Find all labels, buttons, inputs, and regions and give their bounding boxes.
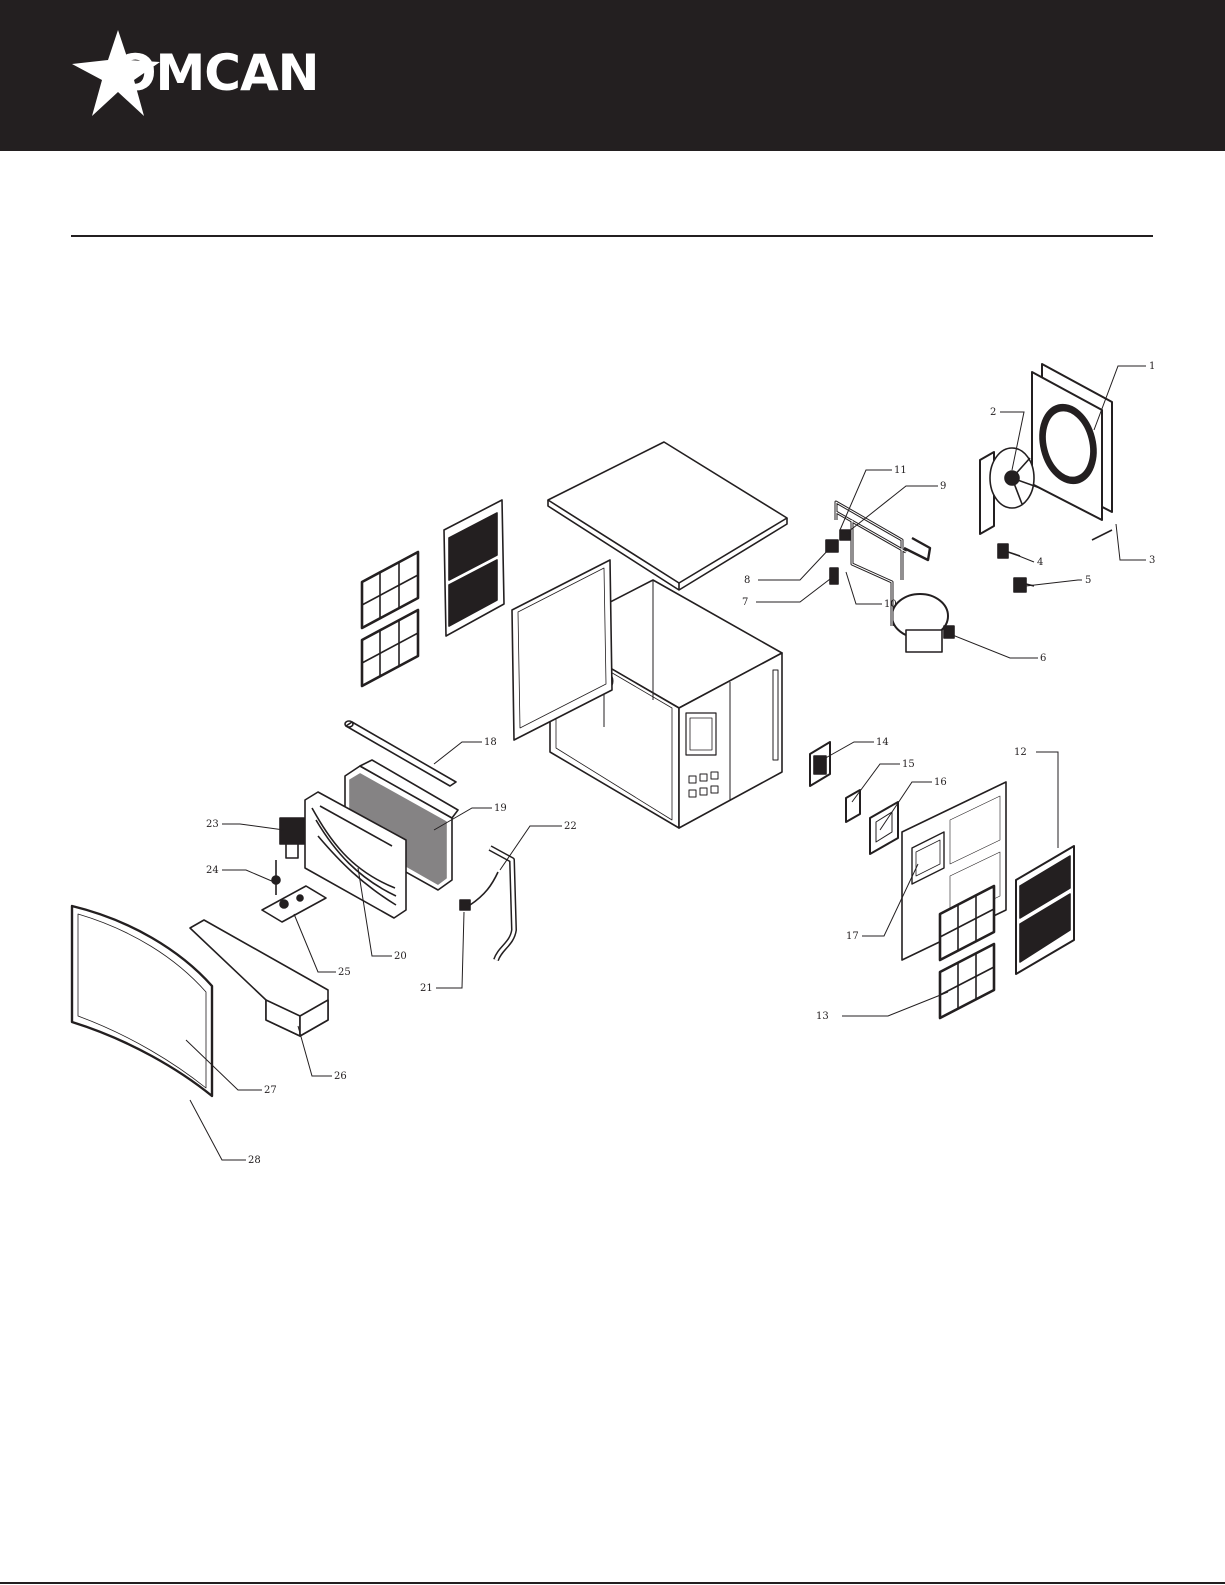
- callout-5: 5: [1085, 575, 1091, 586]
- condenser-part-1: [1032, 364, 1112, 520]
- valve-part-4: [998, 544, 1020, 558]
- top-cover: [548, 442, 787, 590]
- callout-20: 20: [394, 951, 407, 962]
- fan-part-2: [980, 448, 1040, 534]
- callout-10: 10: [884, 599, 897, 610]
- rod-part-3: [1092, 530, 1112, 540]
- callout-19: 19: [494, 803, 507, 814]
- callout-12: 12: [1014, 747, 1027, 758]
- callout-28: 28: [248, 1155, 261, 1166]
- callout-1: 1: [1149, 361, 1155, 372]
- louver-panel-right: [1016, 846, 1074, 974]
- front-door-part-27: [72, 906, 212, 1096]
- callout-8: 8: [744, 575, 750, 586]
- callout-14: 14: [876, 737, 889, 748]
- callout-9: 9: [940, 481, 946, 492]
- louver-panel-left: [444, 500, 504, 636]
- callout-3: 3: [1149, 555, 1155, 566]
- grille-left: [362, 552, 418, 686]
- callout-23: 23: [206, 819, 219, 830]
- control-box-part-14: [810, 742, 830, 786]
- footer-rule: [0, 1582, 1225, 1584]
- callout-17: 17: [846, 931, 859, 942]
- drain-hose-part-22: [490, 848, 514, 960]
- callout-6: 6: [1040, 653, 1046, 664]
- callout-4: 4: [1037, 557, 1043, 568]
- callout-13: 13: [816, 1011, 829, 1022]
- callout-2: 2: [990, 407, 996, 418]
- motor-part-23: [280, 818, 304, 858]
- callout-15: 15: [902, 759, 915, 770]
- callout-16: 16: [934, 777, 947, 788]
- callout-26: 26: [334, 1071, 347, 1082]
- callout-18: 18: [484, 737, 497, 748]
- callout-27: 27: [264, 1085, 277, 1096]
- callout-21: 21: [420, 983, 433, 994]
- callout-11: 11: [894, 465, 907, 476]
- callout-25: 25: [338, 967, 351, 978]
- compressor-part-6: [892, 594, 954, 652]
- callout-24: 24: [206, 865, 219, 876]
- sensor-part-24: [272, 860, 280, 895]
- callout-7: 7: [742, 597, 748, 608]
- bracket-part-25: [262, 886, 326, 922]
- callout-22: 22: [564, 821, 577, 832]
- probe-part-21: [460, 872, 498, 910]
